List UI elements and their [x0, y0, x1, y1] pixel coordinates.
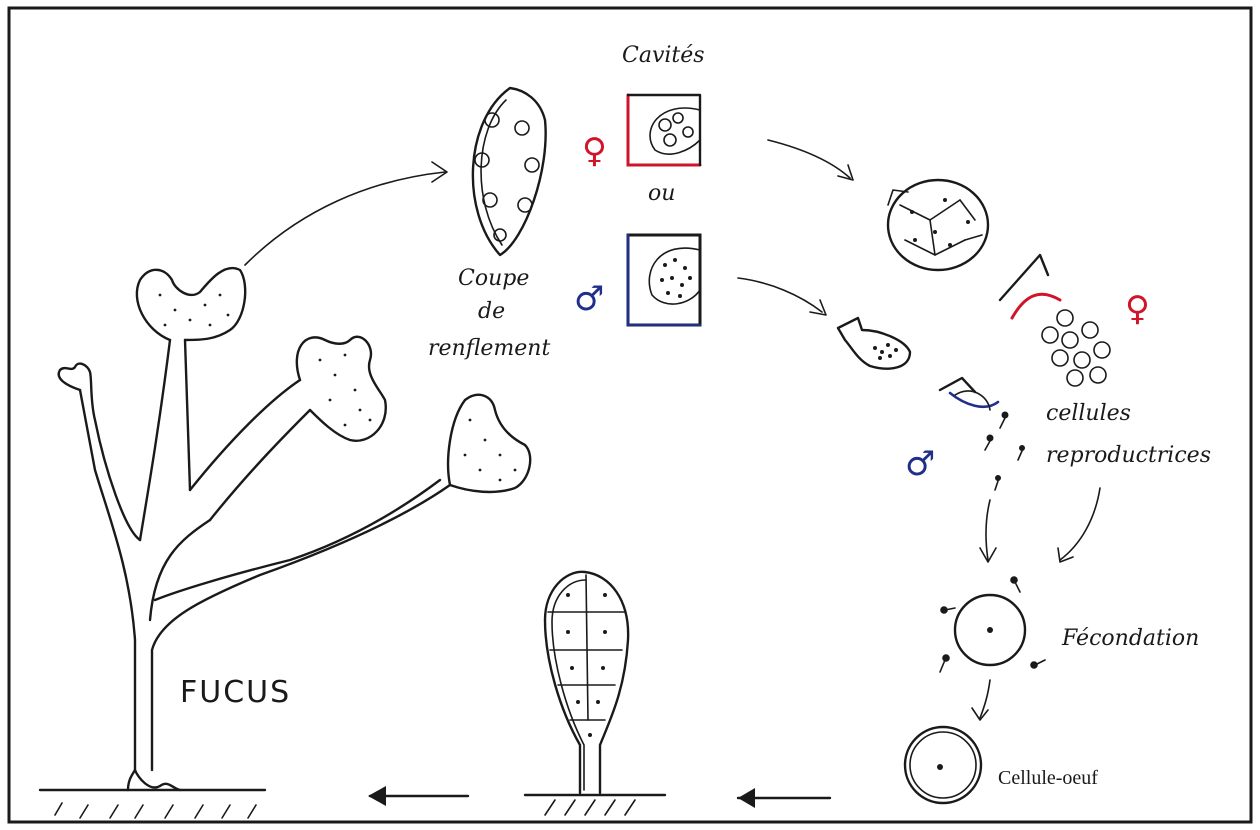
cellules-label-line1: cellules [1046, 401, 1131, 426]
branch-mid-left [148, 518, 212, 622]
fertilization: Fécondation [939, 576, 1199, 673]
arrow-zygote-to-germling [736, 788, 832, 808]
branch-upper-right-upper [188, 378, 302, 492]
arrow-eggs-to-fecondation [1059, 487, 1101, 561]
male-conceptacle [648, 247, 701, 305]
ruptured-antheridium [938, 376, 977, 394]
section-outline [471, 86, 547, 257]
ground-hatching [54, 802, 257, 819]
antheridium-inner [954, 390, 991, 411]
ruptured-wall-red [1010, 292, 1062, 320]
germling [523, 570, 667, 816]
section-cavities [474, 112, 540, 242]
arrowhead-to-section [431, 161, 448, 183]
fucus-label: FUCUS [180, 675, 291, 710]
zygote-inner-wall [909, 731, 977, 799]
arrowhead-to-zygote [971, 707, 989, 721]
female-conceptacle [649, 107, 701, 155]
antheridium-body [836, 316, 912, 370]
ou-label: ou [648, 181, 675, 206]
stem-right-edge [150, 483, 452, 772]
female-cavity-frame [626, 93, 702, 167]
arrowhead-sperm [979, 547, 997, 563]
germling-body [543, 570, 630, 795]
fecondation-label: Fécondation [1061, 626, 1199, 651]
released-eggs: ♀ [998, 253, 1150, 387]
center-branch-right [183, 338, 192, 492]
arrow-female-cavity [767, 139, 851, 179]
female-cavity-wall [626, 93, 702, 167]
male-symbol-right: ♂ [905, 444, 935, 484]
top-receptacle [135, 266, 247, 342]
oogonium-body [886, 178, 990, 272]
stem-left-edge [78, 388, 137, 772]
egg-nucleus [987, 627, 993, 633]
arrow-germling-to-plant [368, 786, 470, 806]
coupe-label-line3: renflement [428, 336, 550, 361]
branch-lower-right [153, 478, 442, 602]
holdfast [126, 768, 182, 792]
left-branch [57, 362, 142, 542]
antheridium [836, 316, 912, 370]
female-cavity: ♀ [582, 93, 702, 171]
fucus-plant: FUCUS [38, 266, 532, 819]
arrowhead-male-cavity [809, 299, 827, 316]
arrowhead-female-cavity [837, 164, 854, 181]
cellules-label-line2: reproductrices [1046, 443, 1211, 468]
cellule-oeuf-label: Cellule-oeuf [998, 767, 1098, 789]
male-symbol: ♂ [574, 279, 604, 319]
oogonium-stalk [887, 189, 909, 206]
germling-inner-wall [551, 579, 587, 791]
coupe-label-line1: Coupe [458, 266, 529, 291]
center-branch-left [138, 338, 172, 542]
male-cavity: ♂ [574, 233, 702, 327]
cavites-label: Cavités [622, 43, 705, 68]
arrow-to-section [244, 171, 446, 266]
branch-upper-right-lower [208, 408, 312, 522]
approaching-sperm [939, 576, 1046, 673]
female-symbol: ♀ [582, 131, 607, 171]
arrow-to-zygote [979, 679, 991, 719]
ruptured-wall [998, 253, 1050, 302]
zygote: Cellule-oeuf [903, 725, 1098, 805]
egg-cells [1041, 309, 1111, 387]
arrowhead-eggs [1057, 547, 1074, 563]
zygote-nucleus [937, 764, 943, 770]
ruptured-antheridium-blue [948, 391, 1000, 409]
lower-right-receptacle [446, 393, 532, 494]
egg-being-fertilized [953, 593, 1027, 667]
zygote-outer-wall [903, 725, 983, 805]
arrow-male-cavity [737, 277, 823, 313]
released-sperm: ♂ [905, 376, 1025, 491]
arrow-sperm-to-fecondation [985, 499, 991, 561]
coupe-label-line2: de [478, 299, 505, 324]
upper-right-receptacle [295, 335, 387, 442]
male-cavity-wall [626, 233, 702, 327]
receptacle-section: Coupe de renflement [428, 86, 550, 361]
receptacle-speckles [158, 293, 517, 482]
oogonium [886, 178, 990, 272]
diagram-frame [7, 6, 1253, 824]
female-symbol-right: ♀ [1125, 289, 1150, 329]
